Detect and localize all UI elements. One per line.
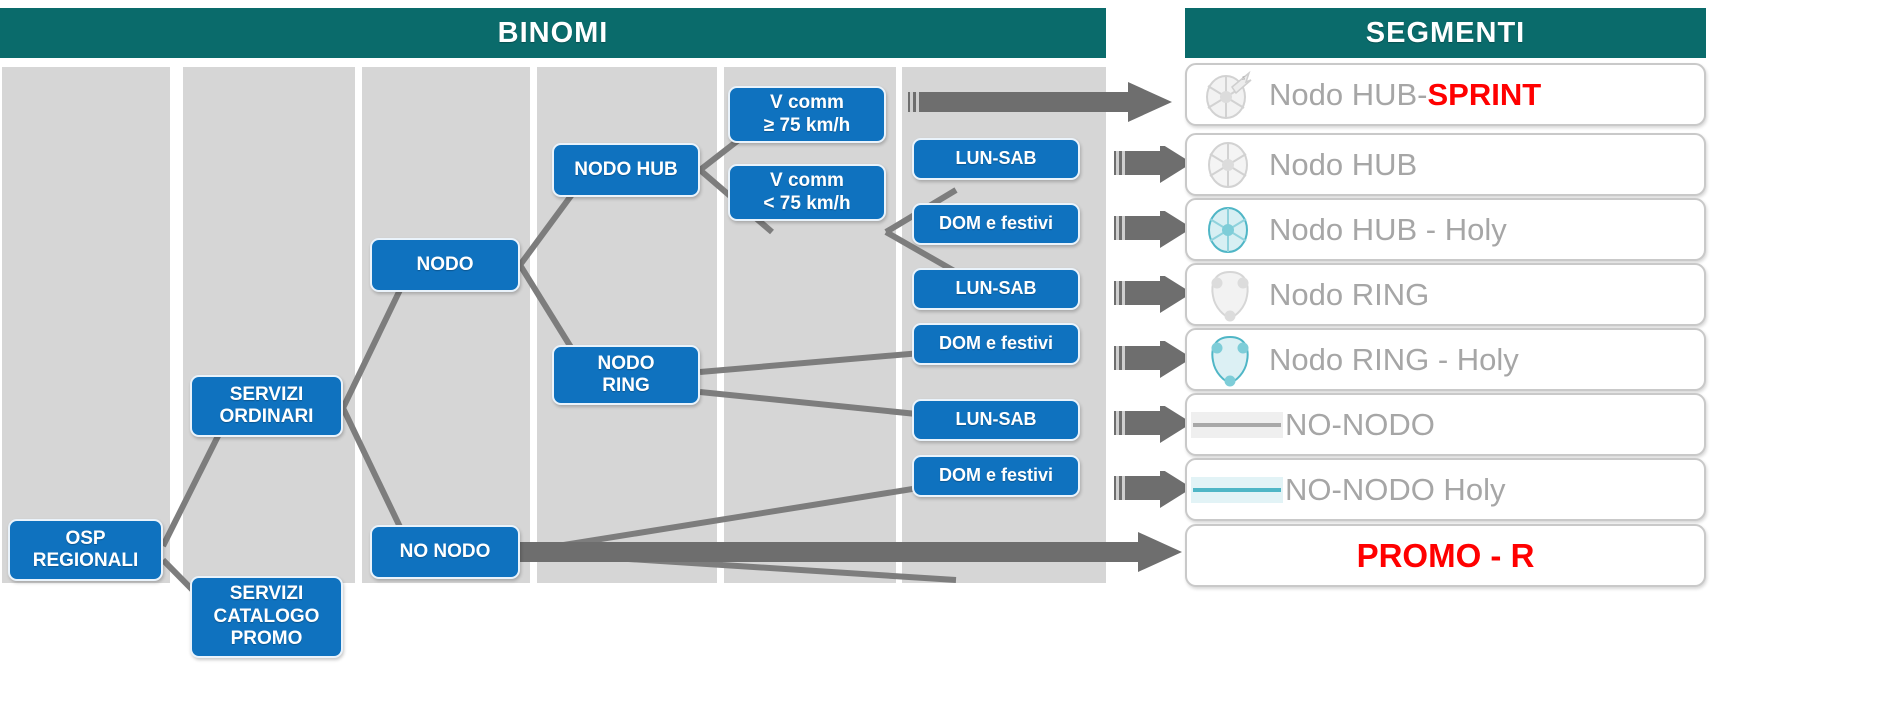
node-osp-regionali[interactable]: OSP REGIONALI xyxy=(8,519,163,581)
header-binomi: BINOMI xyxy=(0,8,1106,58)
node-osp-line2: REGIONALI xyxy=(32,550,139,571)
segment-card-nodo-ring[interactable]: Nodo RING xyxy=(1185,263,1706,326)
node-nodo-ring[interactable]: NODO RING xyxy=(552,345,700,405)
segment-card-no-nodo-holy[interactable]: NO-NODO Holy xyxy=(1185,458,1706,521)
segment-label-promo-r: PROMO - R xyxy=(1187,537,1704,575)
node-servizi-ordinari-line1: SERVIZI xyxy=(229,383,304,405)
node-v-comm-lt-75[interactable]: V comm < 75 km/h xyxy=(728,164,886,221)
segment-text-2: Nodo HUB - Holy xyxy=(1269,211,1507,247)
arrow-to-nodo-hub-sprint xyxy=(908,82,1172,122)
ring-shield-holy-icon xyxy=(1193,330,1267,389)
segment-label-no-nodo-holy: NO-NODO Holy xyxy=(1285,472,1704,508)
segment-label-no-nodo: NO-NODO xyxy=(1285,407,1704,443)
arrow-to-nodo-hub xyxy=(1114,146,1192,183)
node-nodo-label: NODO xyxy=(416,253,474,275)
arrow-to-nodo-ring-holy xyxy=(1114,341,1192,378)
node-lun-sab-1[interactable]: LUN-SAB xyxy=(912,138,1080,180)
segment-label-nodo-hub: Nodo HUB xyxy=(1267,147,1704,183)
hub-wheel-sprint-icon: s xyxy=(1193,65,1267,124)
segment-card-promo-r[interactable]: PROMO - R xyxy=(1185,524,1706,587)
node-nodo-ring-line2: RING xyxy=(602,375,650,396)
segment-text-4: Nodo RING - Holy xyxy=(1269,341,1519,377)
segment-label-nodo-ring-holy: Nodo RING - Holy xyxy=(1267,342,1704,378)
node-catalogo-line1: SERVIZI xyxy=(229,583,304,605)
svg-text:s: s xyxy=(1242,73,1245,82)
column-band-5 xyxy=(724,67,896,583)
node-nodo-hub[interactable]: NODO HUB xyxy=(552,143,700,197)
node-dom-festivi-1-label: DOM e festivi xyxy=(938,213,1054,234)
road-line-icon xyxy=(1189,395,1285,454)
column-band-1 xyxy=(2,67,170,583)
segment-card-nodo-hub[interactable]: Nodo HUB xyxy=(1185,133,1706,196)
node-no-nodo-label: NO NODO xyxy=(399,540,491,562)
arrow-to-nodo-ring xyxy=(1114,276,1192,313)
node-dom-festivi-2-label: DOM e festivi xyxy=(938,333,1054,354)
segment-label-nodo-hub-sprint: Nodo HUB-SPRINT xyxy=(1267,77,1704,113)
node-v-comm-ge-75[interactable]: V comm ≥ 75 km/h xyxy=(728,86,886,143)
node-servizi-ordinari-line2: ORDINARI xyxy=(219,406,314,427)
segment-card-nodo-hub-sprint[interactable]: s Nodo HUB-SPRINT xyxy=(1185,63,1706,126)
node-servizi-catalogo-promo[interactable]: SERVIZI CATALOGO PROMO xyxy=(190,576,343,658)
node-nodo-ring-line1: NODO xyxy=(597,352,655,374)
node-vcomm-lt-line2: < 75 km/h xyxy=(763,192,851,214)
column-band-3 xyxy=(362,67,530,583)
road-line-holy-icon xyxy=(1189,460,1285,519)
node-lun-sab-2-label: LUN-SAB xyxy=(955,278,1037,299)
node-vcomm-lt-line1: V comm xyxy=(770,170,844,192)
node-no-nodo[interactable]: NO NODO xyxy=(370,525,520,579)
node-dom-festivi-3-label: DOM e festivi xyxy=(938,465,1054,486)
segment-text-6: NO-NODO Holy xyxy=(1285,471,1506,507)
node-lun-sab-3-label: LUN-SAB xyxy=(955,409,1037,430)
arrow-to-no-nodo xyxy=(1114,406,1192,443)
segment-accent-0: SPRINT xyxy=(1427,76,1542,112)
node-lun-sab-1-label: LUN-SAB xyxy=(955,148,1037,169)
node-dom-festivi-2[interactable]: DOM e festivi xyxy=(912,323,1080,365)
node-catalogo-line2: CATALOGO xyxy=(213,605,320,627)
ring-shield-icon xyxy=(1193,265,1267,324)
node-vcomm-ge-line1: V comm xyxy=(770,92,844,114)
arrow-to-no-nodo-holy xyxy=(1114,471,1192,508)
segment-text-3: Nodo RING xyxy=(1269,276,1430,312)
segment-label-nodo-hub-holy: Nodo HUB - Holy xyxy=(1267,212,1704,248)
node-dom-festivi-3[interactable]: DOM e festivi xyxy=(912,455,1080,497)
arrow-to-nodo-hub-holy xyxy=(1114,211,1192,248)
node-vcomm-ge-line2: ≥ 75 km/h xyxy=(763,114,851,136)
node-osp-line1: OSP xyxy=(65,527,106,549)
node-catalogo-line3: PROMO xyxy=(230,628,303,650)
segment-text-5: NO-NODO xyxy=(1285,406,1435,442)
segment-card-no-nodo[interactable]: NO-NODO xyxy=(1185,393,1706,456)
node-dom-festivi-1[interactable]: DOM e festivi xyxy=(912,203,1080,245)
node-nodo[interactable]: NODO xyxy=(370,238,520,292)
segment-label-nodo-ring: Nodo RING xyxy=(1267,277,1704,313)
node-lun-sab-2[interactable]: LUN-SAB xyxy=(912,268,1080,310)
hub-wheel-icon xyxy=(1193,135,1267,194)
hub-wheel-holy-icon xyxy=(1193,200,1267,259)
node-servizi-ordinari[interactable]: SERVIZI ORDINARI xyxy=(190,375,343,437)
segment-text-0: Nodo HUB- xyxy=(1269,76,1428,112)
segment-card-nodo-ring-holy[interactable]: Nodo RING - Holy xyxy=(1185,328,1706,391)
segment-text-7: PROMO - R xyxy=(1356,536,1535,574)
header-segmenti: SEGMENTI xyxy=(1185,8,1706,58)
segment-card-nodo-hub-holy[interactable]: Nodo HUB - Holy xyxy=(1185,198,1706,261)
column-band-2 xyxy=(183,67,355,583)
node-lun-sab-3[interactable]: LUN-SAB xyxy=(912,399,1080,441)
node-nodo-hub-label: NODO HUB xyxy=(574,158,678,180)
segment-text-1: Nodo HUB xyxy=(1269,146,1418,182)
